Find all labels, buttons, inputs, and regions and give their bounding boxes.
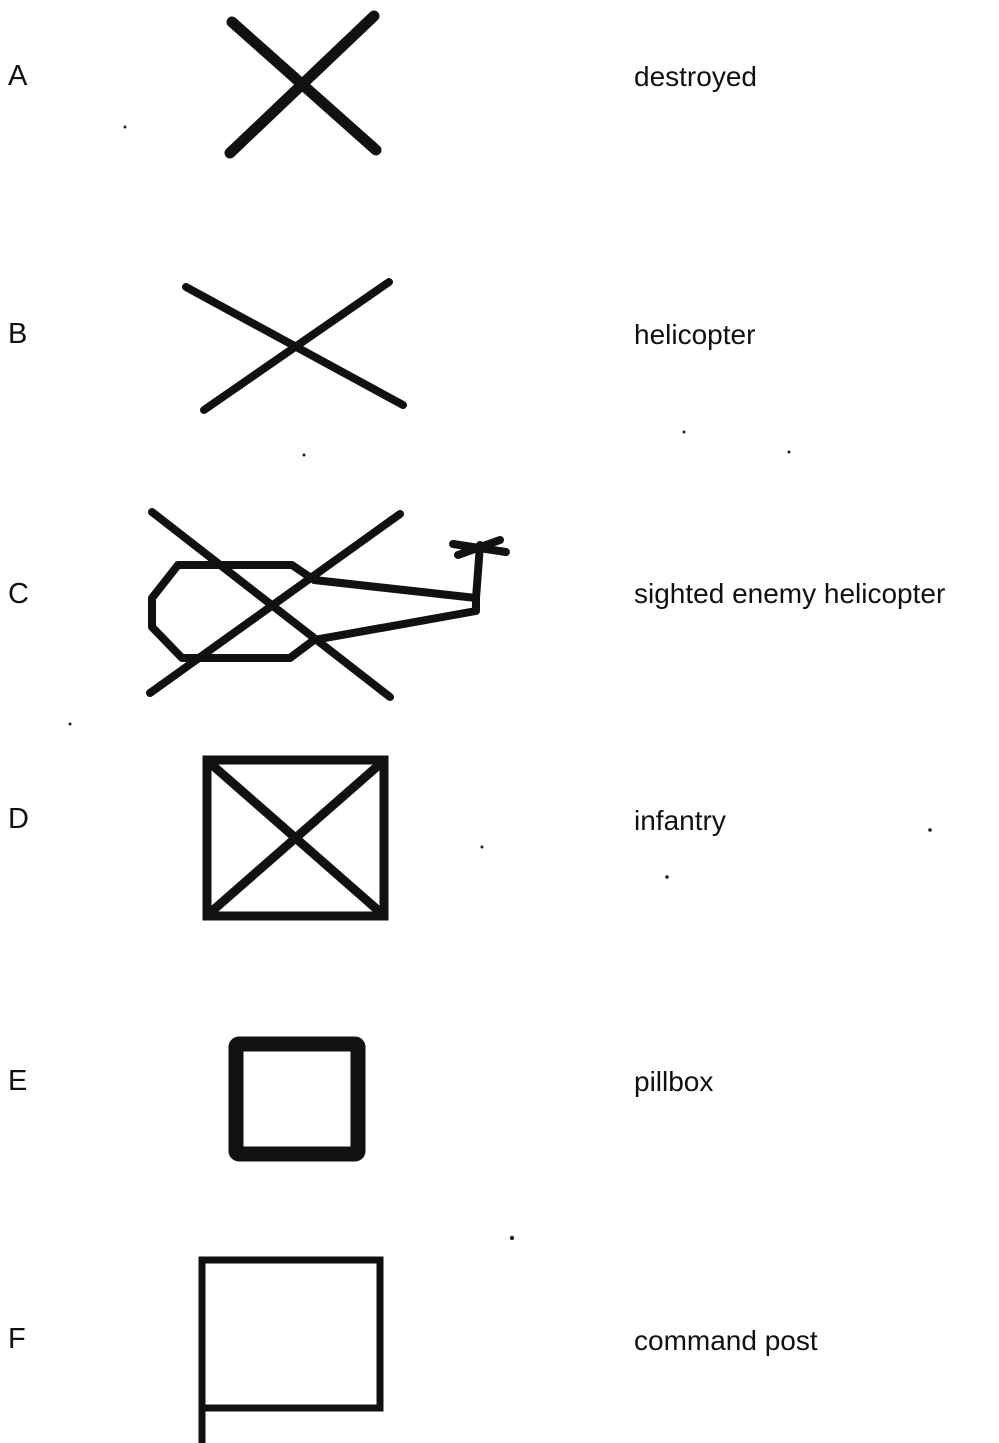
- row-description-c: sighted enemy helicopter: [634, 578, 946, 609]
- row-letter-a: A: [8, 60, 28, 92]
- row-letter-b: B: [8, 318, 28, 350]
- pillbox-square-icon: [228, 1036, 366, 1162]
- row-description-d: infantry: [634, 805, 726, 836]
- infantry-box-icon: [202, 755, 389, 921]
- flat-x-icon: [182, 278, 407, 414]
- row-description-f: command post: [634, 1325, 818, 1356]
- row-letter-c: C: [8, 578, 29, 610]
- row-letter-d: D: [8, 803, 29, 835]
- row-description-b: helicopter: [634, 319, 756, 350]
- row-letter-e: E: [8, 1065, 28, 1097]
- command-post-flag-icon: [198, 1256, 384, 1443]
- row-description-a: destroyed: [634, 61, 757, 92]
- row-letter-f: F: [8, 1323, 26, 1355]
- helicopter-crossed-icon: [146, 508, 510, 701]
- row-description-e: pillbox: [634, 1066, 714, 1097]
- x-mark-icon: [224, 10, 382, 159]
- scan-specks: [68, 125, 932, 1241]
